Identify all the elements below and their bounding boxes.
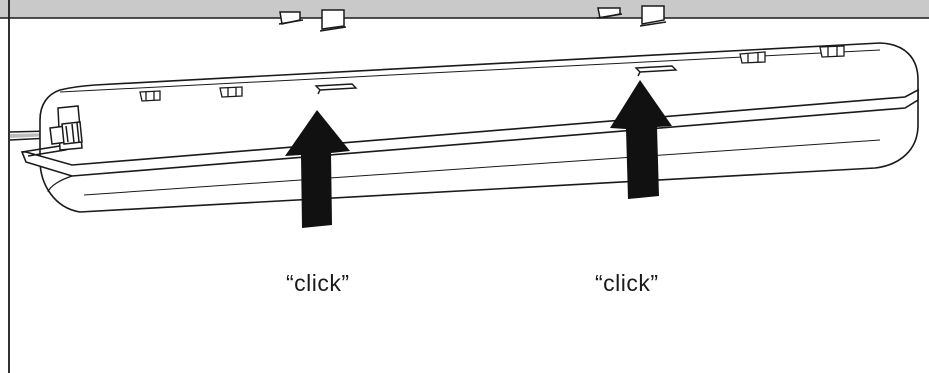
up-arrow-icon [610, 80, 672, 199]
housing-bottom-line [83, 139, 881, 196]
up-arrow-icon [285, 110, 350, 228]
retaining-tab-4 [819, 45, 845, 58]
retaining-tab-3 [739, 51, 766, 64]
retaining-tab-2 [219, 86, 243, 98]
clip-slot-left [314, 83, 358, 95]
cable-gland [49, 105, 83, 151]
ceiling-clip-right-a [596, 7, 623, 19]
ceiling-clip-left-b [319, 9, 347, 32]
retaining-tab-1 [139, 90, 161, 102]
click-label-left: “click” [286, 270, 350, 296]
lamp-housing [39, 42, 919, 213]
ceiling-clip-right-b [639, 5, 667, 27]
ceiling-clip-left-a [278, 11, 304, 25]
ceiling-surface [0, 0, 929, 18]
clip-slot-right [634, 65, 678, 77]
housing-seam [47, 175, 73, 193]
click-label-right: “click” [595, 270, 659, 296]
